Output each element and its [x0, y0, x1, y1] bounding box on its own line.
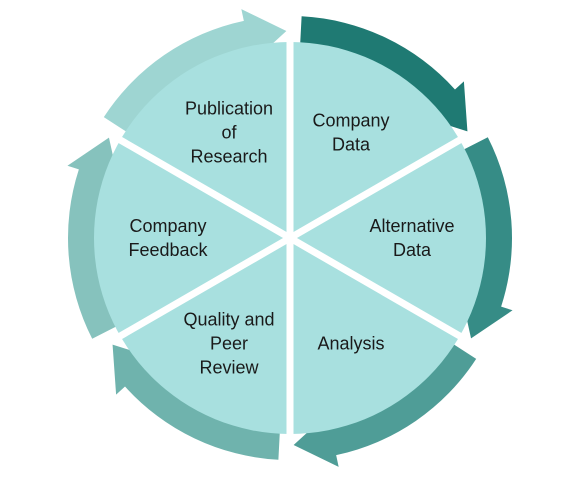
arrow-alternative-data — [461, 137, 513, 339]
label-line: Alternative — [369, 216, 454, 236]
arrow-quality-peer-review — [112, 344, 280, 460]
label-line: Data — [393, 240, 432, 260]
label-line: Feedback — [128, 240, 208, 260]
label-analysis: Analysis — [317, 334, 384, 354]
label-line: Publication — [185, 98, 273, 118]
arrow-company-data — [300, 16, 468, 132]
label-line: Quality and — [183, 310, 274, 330]
label-line: Analysis — [317, 334, 384, 354]
label-line: Data — [332, 134, 371, 154]
separator-line — [83, 116, 292, 242]
label-line: Company — [129, 216, 206, 236]
arrow-company-feedback — [67, 137, 119, 339]
cycle-separators — [83, 2, 497, 474]
label-line: of — [221, 122, 237, 142]
label-line: Company — [312, 110, 389, 130]
separator-line — [83, 234, 292, 360]
separator-line — [288, 116, 497, 242]
label-line: Peer — [210, 334, 248, 354]
label-line: Review — [199, 358, 259, 378]
separator-line — [288, 234, 497, 360]
label-line: Research — [190, 146, 267, 166]
